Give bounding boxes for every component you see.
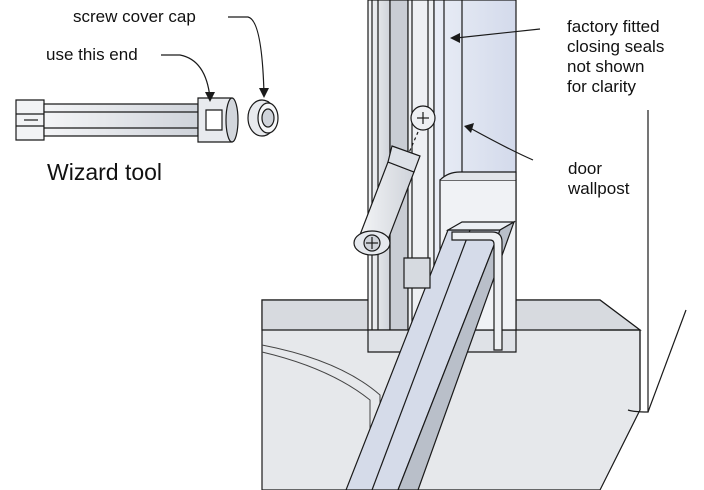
hook-bracket — [451, 231, 503, 351]
door-wallpost-line: door — [568, 159, 603, 178]
wizard-tool-illustration — [15, 97, 239, 143]
seals-note-line: factory fitted — [567, 17, 660, 36]
screw-cover-cap-illustration — [247, 99, 279, 137]
label-wizard-tool: Wizard tool — [47, 159, 163, 185]
door-wallpost-line: wallpost — [568, 179, 630, 198]
arrowheads — [205, 33, 474, 133]
label-screw-cover-cap: screw cover cap — [73, 7, 196, 26]
seals-note-line: closing seals — [567, 37, 665, 56]
tool-in-use — [353, 145, 431, 289]
leader-lines — [161, 16, 687, 413]
label-door-wallpost: door wallpost — [568, 159, 629, 199]
seals-note-line: not shown — [567, 57, 645, 76]
label-factory-seals-note: factory fitted closing seals not shown f… — [567, 17, 664, 97]
seals-note-line: for clarity — [567, 77, 636, 96]
label-use-this-end: use this end — [46, 45, 138, 64]
closing-channel — [345, 220, 517, 490]
